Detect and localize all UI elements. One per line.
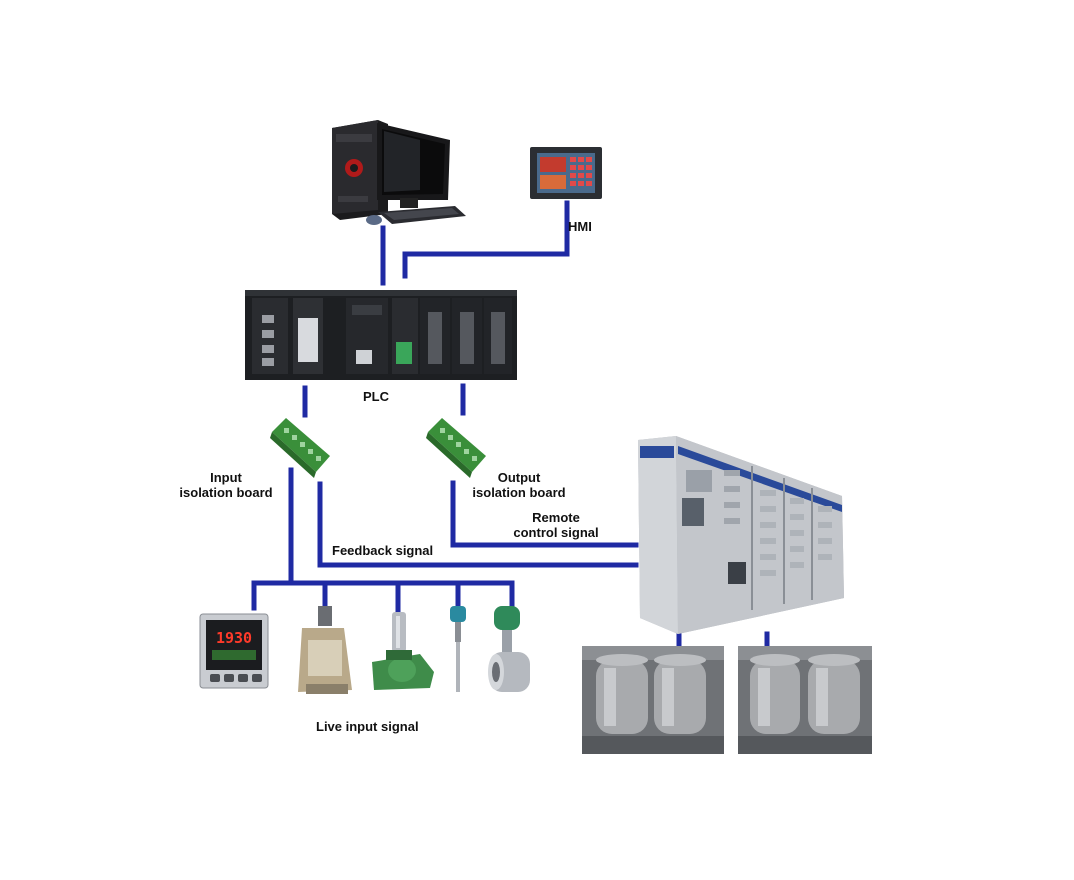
output-isolation-board-label-line1: Output [497, 470, 541, 485]
thermocouple-icon [450, 606, 466, 692]
input-isolation-board-icon [270, 418, 330, 478]
live-input-signal-label: Live input signal [316, 719, 419, 734]
steel-tank-icon-left-pair [582, 646, 724, 754]
plc-label: PLC [363, 389, 389, 404]
hmi-label: HMI [568, 219, 592, 234]
level-sensor-icon [372, 612, 434, 690]
remote-control-signal-label-line1: Remote [532, 510, 580, 525]
desktop-computer-icon [332, 120, 466, 225]
steel-tank-icon-right-pair [738, 646, 872, 754]
remote-control-signal-label: Remote control signal [505, 510, 607, 540]
output-isolation-board-label-line2: isolation board [472, 485, 566, 500]
flow-meter-icon [488, 606, 530, 692]
hmi-panel-icon [530, 147, 602, 199]
remote-control-signal-label-line2: control signal [513, 525, 599, 540]
input-isolation-board-label: Input isolation board [175, 470, 277, 500]
input-isolation-board-label-line1: Input [210, 470, 242, 485]
plc-rack-icon [245, 290, 517, 380]
input-isolation-board-label-line2: isolation board [179, 485, 273, 500]
controller-display-value: 1930 [216, 629, 252, 647]
temperature-controller-icon: 1930 [199, 613, 269, 689]
wire-hmi-to-plc [402, 200, 570, 279]
output-isolation-board-icon [426, 418, 486, 478]
output-isolation-board-label: Output isolation board [466, 470, 572, 500]
switchgear-cabinet-icon [638, 436, 844, 634]
signal-wires [251, 200, 770, 651]
wire-remote-control-signal [450, 480, 639, 548]
wire-feedback-signal [317, 481, 639, 568]
feedback-signal-label: Feedback signal [332, 543, 434, 558]
limit-switch-icon [298, 606, 352, 694]
